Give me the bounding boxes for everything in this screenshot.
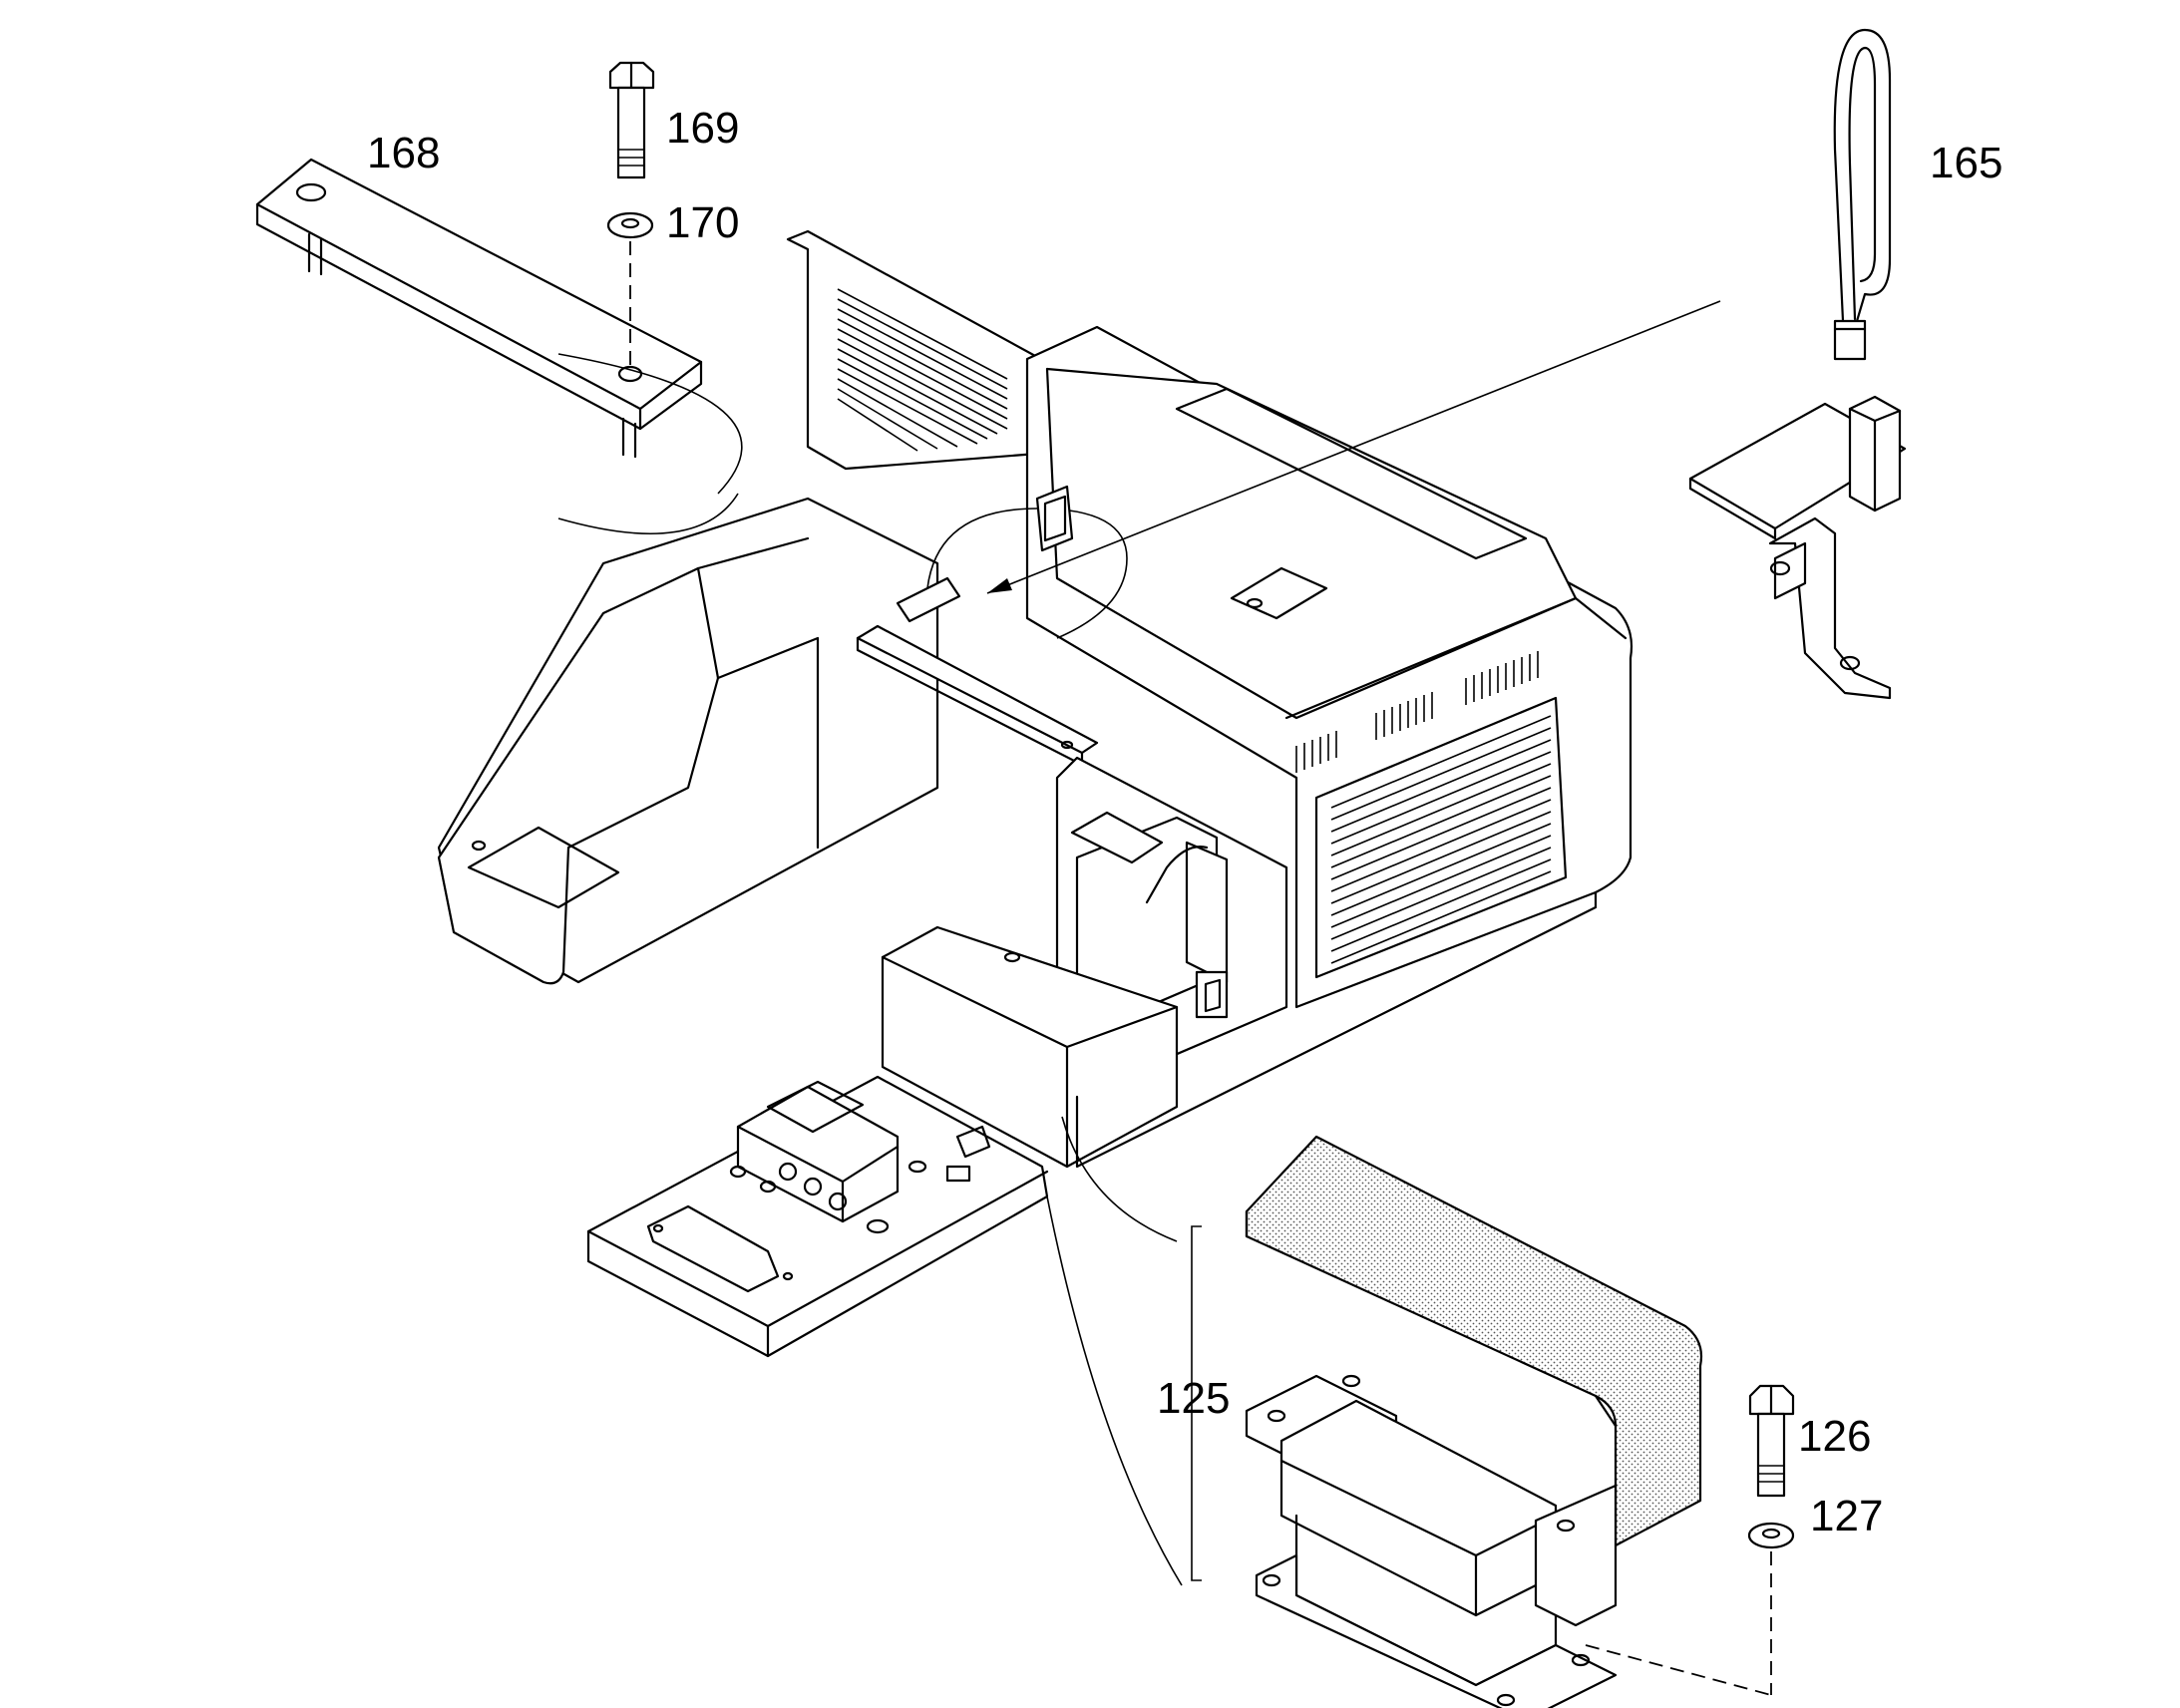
step-bracket-125 bbox=[1191, 1135, 1703, 1708]
callout-125: 125 bbox=[1157, 1374, 1230, 1423]
callout-170: 170 bbox=[666, 198, 739, 247]
handrail-bracket bbox=[1688, 395, 1907, 700]
machine-body bbox=[437, 229, 1721, 1358]
bolt-169 bbox=[608, 61, 655, 179]
leader-arc-125 bbox=[1046, 1116, 1183, 1586]
handrail-165 bbox=[1833, 28, 1892, 361]
washer-170 bbox=[606, 211, 654, 371]
leader-arc-168 bbox=[557, 353, 743, 534]
callout-169: 169 bbox=[666, 104, 739, 153]
washer-127 bbox=[1585, 1522, 1795, 1696]
callout-126: 126 bbox=[1798, 1412, 1871, 1461]
callout-127: 127 bbox=[1810, 1492, 1883, 1540]
callout-165: 165 bbox=[1930, 139, 2002, 187]
callout-168: 168 bbox=[367, 129, 440, 177]
step-plate-168 bbox=[255, 158, 703, 459]
bolt-126 bbox=[1748, 1384, 1795, 1498]
